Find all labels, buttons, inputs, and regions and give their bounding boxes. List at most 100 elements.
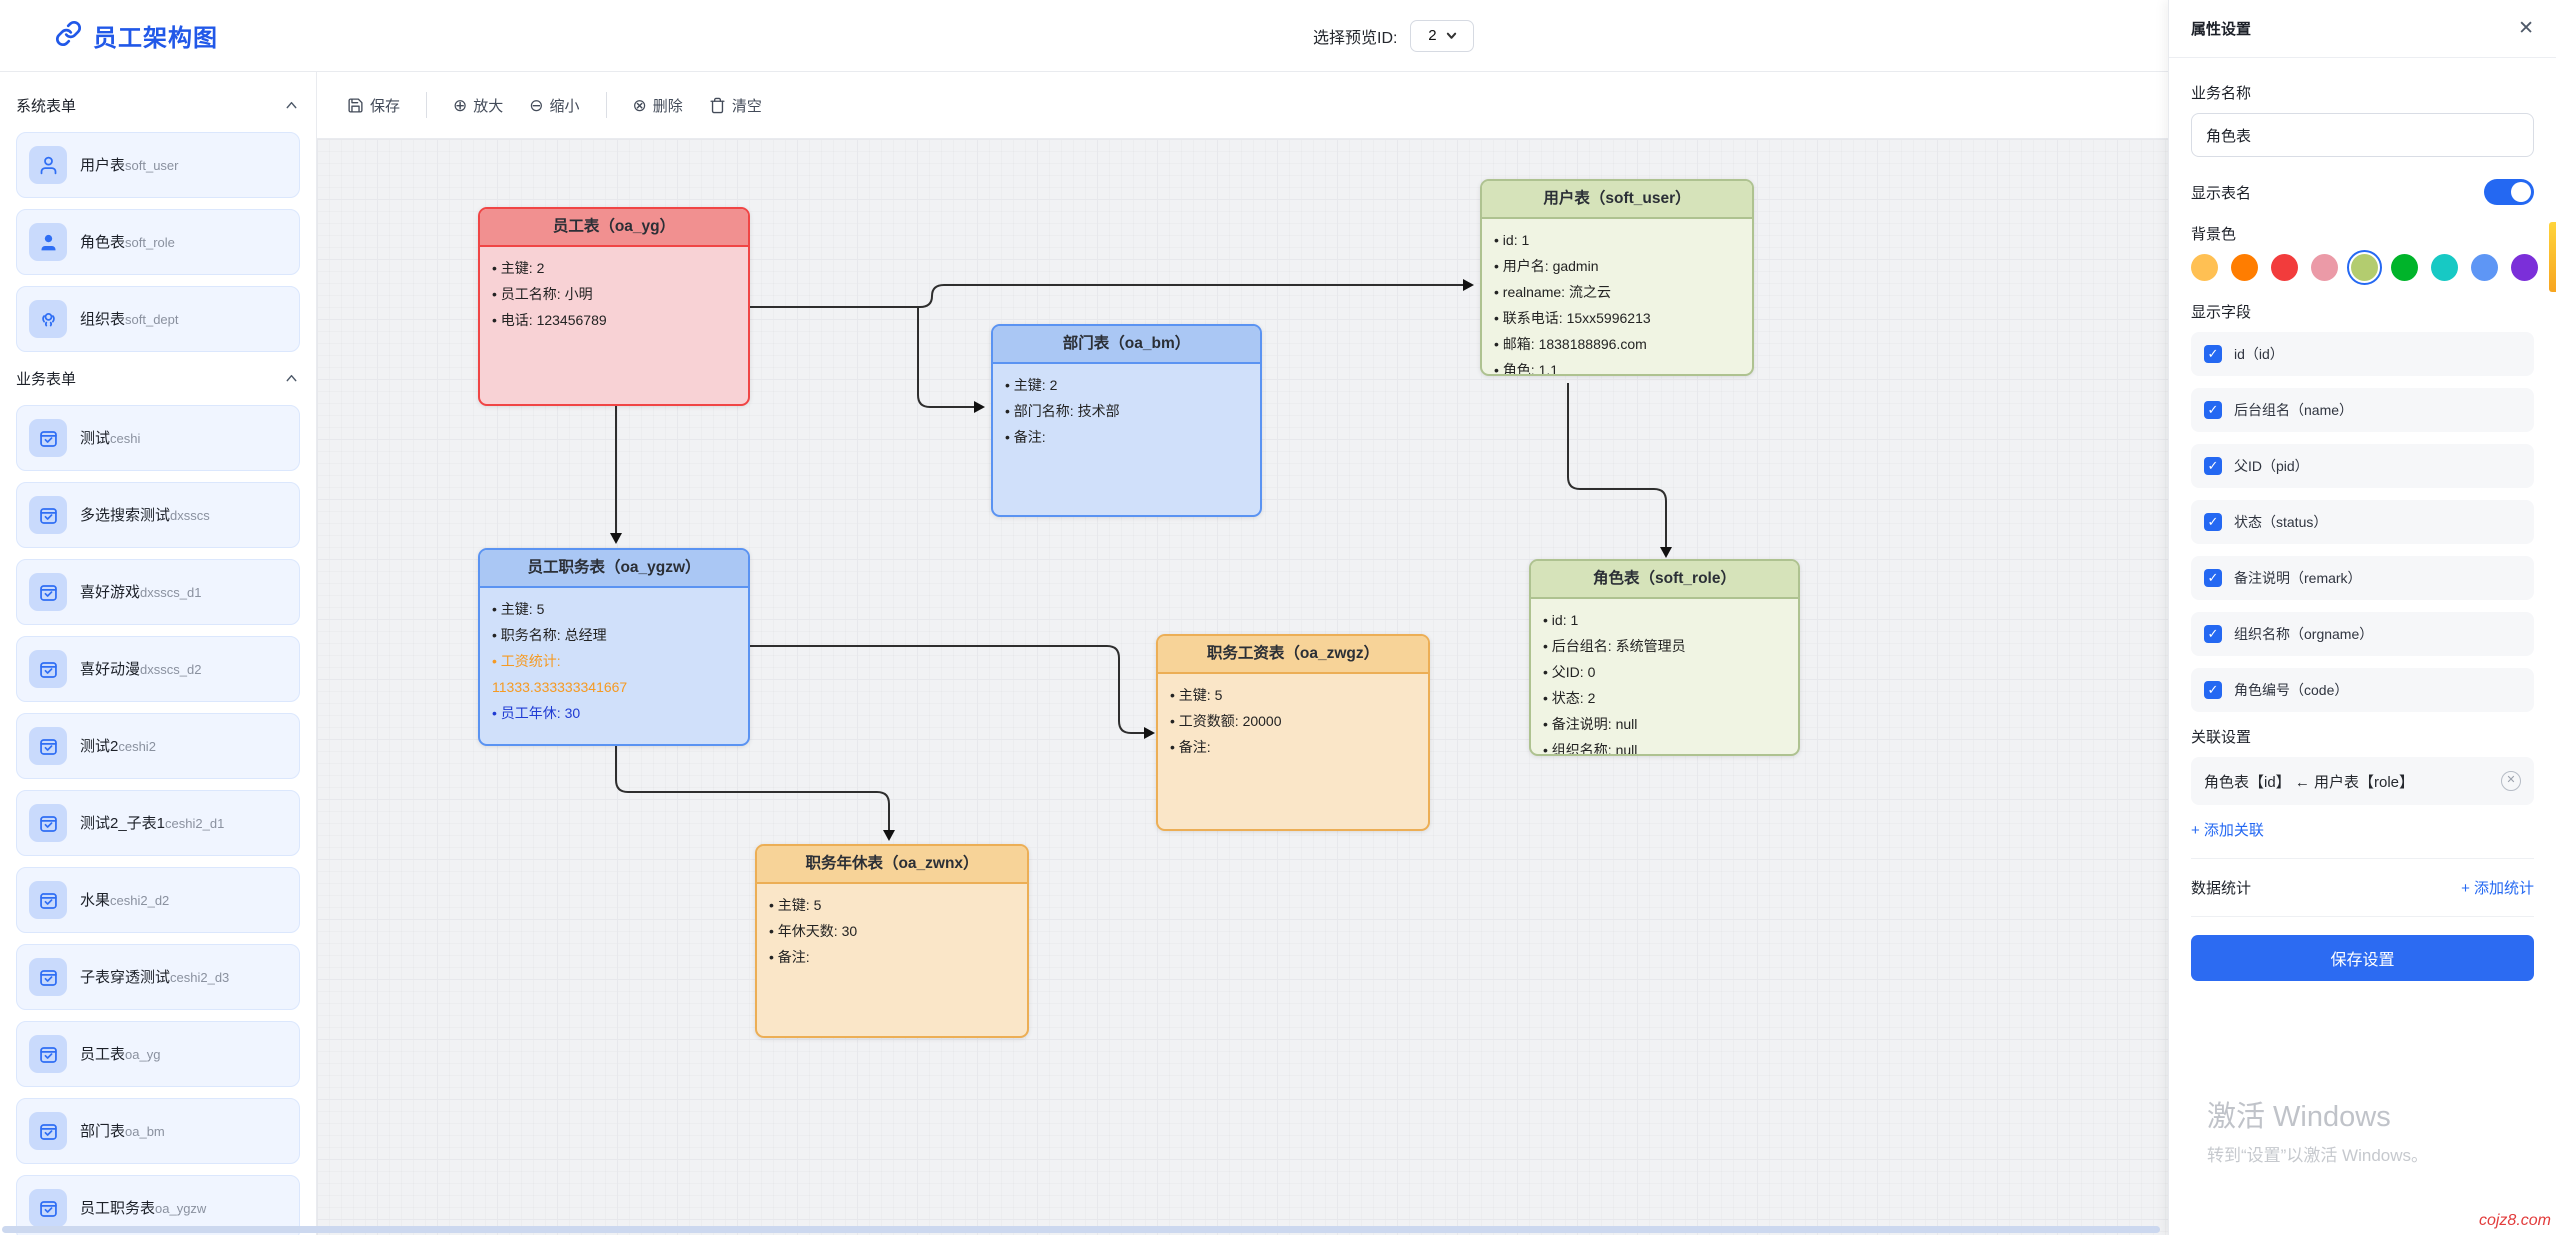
toolbar-divider bbox=[426, 92, 428, 118]
entity-node-oa-zwgz[interactable]: 职务工资表（oa_zwgz） 主键: 5 工资数额: 20000 备注: bbox=[1156, 634, 1430, 831]
checkbox-checked[interactable]: ✓ bbox=[2204, 569, 2222, 587]
close-icon[interactable]: ✕ bbox=[2518, 18, 2534, 39]
preview-id-select[interactable]: 2 bbox=[1410, 19, 1475, 52]
entity-node-oa-bm[interactable]: 部门表（oa_bm） 主键: 2 部门名称: 技术部 备注: bbox=[991, 324, 1262, 517]
save-button[interactable]: 保存 bbox=[347, 95, 400, 116]
checkbox-checked[interactable]: ✓ bbox=[2204, 513, 2222, 531]
edge-ygzw-to-zwgz bbox=[750, 645, 1144, 734]
sidebar-item-dxsscs-d1[interactable]: 喜好游戏dxsscs_d1 bbox=[16, 559, 300, 625]
sidebar-item-dxsscs[interactable]: 多选搜索测试dxsscs bbox=[16, 482, 300, 548]
color-swatch[interactable] bbox=[2431, 254, 2458, 281]
color-swatch[interactable] bbox=[2191, 254, 2218, 281]
checkbox-checked[interactable]: ✓ bbox=[2204, 681, 2222, 699]
field-row-orgname[interactable]: ✓组织名称（orgname） bbox=[2191, 612, 2534, 656]
save-icon bbox=[348, 97, 363, 113]
field-row-name[interactable]: ✓后台组名（name） bbox=[2191, 388, 2534, 432]
entity-fields: id: 1 用户名: gadmin realname: 流之云 联系电话: 15… bbox=[1482, 219, 1752, 374]
table-code: ceshi2_d2 bbox=[110, 892, 170, 908]
clear-button[interactable]: 清空 bbox=[709, 95, 762, 116]
diagram-canvas[interactable]: 员工表（oa_yg） 主键: 2 员工名称: 小明 电话: 123456789 … bbox=[317, 139, 2168, 1235]
save-settings-button[interactable]: 保存设置 bbox=[2191, 935, 2534, 981]
sidebar-item-oa-yg[interactable]: 员工表oa_yg bbox=[16, 1021, 300, 1087]
horizontal-scrollbar[interactable] bbox=[2, 1226, 2160, 1233]
entity-node-soft-user[interactable]: 用户表（soft_user） id: 1 用户名: gadmin realnam… bbox=[1480, 179, 1754, 376]
organization-icon bbox=[29, 300, 67, 338]
entity-field: 备注: bbox=[1170, 734, 1416, 760]
form-check-icon bbox=[29, 958, 67, 996]
sidebar-item-ceshi2[interactable]: 测试2ceshi2 bbox=[16, 713, 300, 779]
checkbox-checked[interactable]: ✓ bbox=[2204, 345, 2222, 363]
table-name: 用户表 bbox=[80, 156, 126, 174]
color-swatch-selected[interactable] bbox=[2347, 250, 2382, 285]
entity-field: 备注: bbox=[769, 944, 1015, 970]
entity-field: 邮箱: 1838188896.com bbox=[1494, 331, 1740, 357]
user-filled-icon bbox=[29, 223, 67, 261]
entity-node-oa-yg[interactable]: 员工表（oa_yg） 主键: 2 员工名称: 小明 电话: 123456789 bbox=[478, 207, 750, 406]
zoom-out-button[interactable]: ⊖ 缩小 bbox=[529, 95, 579, 116]
entity-field: 职务名称: 总经理 bbox=[492, 622, 736, 648]
field-row-code[interactable]: ✓角色编号（code） bbox=[2191, 668, 2534, 712]
field-row-id[interactable]: ✓id（id） bbox=[2191, 332, 2534, 376]
entity-node-oa-zwnx[interactable]: 职务年休表（oa_zwnx） 主键: 5 年休天数: 30 备注: bbox=[755, 844, 1029, 1038]
checkbox-checked[interactable]: ✓ bbox=[2204, 401, 2222, 419]
sidebar-item-soft-dept[interactable]: 组织表soft_dept bbox=[16, 286, 300, 352]
chevron-down-icon bbox=[1446, 32, 1456, 39]
color-swatch[interactable] bbox=[2511, 254, 2538, 281]
sidebar-item-soft-role[interactable]: 角色表soft_role bbox=[16, 209, 300, 275]
entity-node-oa-ygzw[interactable]: 员工职务表（oa_ygzw） 主键: 5 职务名称: 总经理 工资统计: 113… bbox=[478, 548, 750, 746]
preview-id-value: 2 bbox=[1428, 27, 1437, 44]
field-row-pid[interactable]: ✓父ID（pid） bbox=[2191, 444, 2534, 488]
table-code: oa_bm bbox=[125, 1123, 165, 1139]
watermark-line1: 激活 Windows bbox=[2207, 1101, 2391, 1133]
color-swatch[interactable] bbox=[2231, 254, 2258, 281]
entity-field-stat: 员工年休: 30 bbox=[492, 700, 736, 726]
entity-field: 用户名: gadmin bbox=[1494, 253, 1740, 279]
color-swatch[interactable] bbox=[2311, 254, 2338, 281]
zoom-in-button[interactable]: ⊕ 放大 bbox=[453, 95, 503, 116]
field-row-status[interactable]: ✓状态（status） bbox=[2191, 500, 2534, 544]
sidebar-item-soft-user[interactable]: 用户表soft_user bbox=[16, 132, 300, 198]
sidebar-item-dxsscs-d2[interactable]: 喜好动漫dxsscs_d2 bbox=[16, 636, 300, 702]
entity-field: 后台组名: 系统管理员 bbox=[1543, 633, 1786, 659]
display-fields-label: 显示字段 bbox=[2191, 304, 2252, 321]
entity-field: 角色: 1,1 bbox=[1494, 357, 1740, 374]
show-table-name-toggle[interactable] bbox=[2484, 179, 2534, 205]
table-name: 组织表 bbox=[80, 310, 126, 328]
checkbox-checked[interactable]: ✓ bbox=[2204, 625, 2222, 643]
relation-settings-label: 关联设置 bbox=[2191, 729, 2252, 746]
business-name-label: 业务名称 bbox=[2191, 85, 2252, 102]
app-header: 员工架构图 选择预览ID: 2 bbox=[0, 0, 2168, 72]
color-swatch[interactable] bbox=[2391, 254, 2418, 281]
section-title: 系统表单 bbox=[16, 97, 77, 115]
table-name: 测试2 bbox=[80, 737, 119, 755]
table-name: 员工职务表 bbox=[80, 1199, 156, 1217]
entity-title: 员工职务表（oa_ygzw） bbox=[480, 550, 748, 588]
sidebar-item-oa-bm[interactable]: 部门表oa_bm bbox=[16, 1098, 300, 1164]
panel-body: 业务名称 显示表名 背景色 显示字段 ✓id（id） ✓后台组名（name） bbox=[2169, 58, 2556, 981]
sidebar-item-ceshi2-d1[interactable]: 测试2_子表1ceshi2_d1 bbox=[16, 790, 300, 856]
site-watermark: cojz8.com bbox=[2478, 1212, 2551, 1229]
page-title: 员工架构图 bbox=[93, 25, 218, 52]
sidebar-item-ceshi2-d2[interactable]: 水果ceshi2_d2 bbox=[16, 867, 300, 933]
sidebar-item-ceshi[interactable]: 测试ceshi bbox=[16, 405, 300, 471]
section-header-business[interactable]: 业务表单 bbox=[16, 363, 300, 393]
add-relation-link[interactable]: + 添加关联 bbox=[2191, 822, 2264, 839]
entity-title: 角色表（soft_role） bbox=[1531, 561, 1798, 599]
sidebar-item-oa-ygzw[interactable]: 员工职务表oa_ygzw bbox=[16, 1175, 300, 1235]
zoom-in-label: 放大 bbox=[473, 97, 504, 115]
section-header-system[interactable]: 系统表单 bbox=[16, 90, 300, 120]
field-row-remark[interactable]: ✓备注说明（remark） bbox=[2191, 556, 2534, 600]
table-code: dxsscs bbox=[170, 507, 210, 523]
business-name-input[interactable] bbox=[2191, 113, 2534, 157]
color-swatch[interactable] bbox=[2471, 254, 2498, 281]
checkbox-checked[interactable]: ✓ bbox=[2204, 457, 2222, 475]
toggle-knob bbox=[2511, 182, 2531, 202]
delete-button[interactable]: ⊗ 删除 bbox=[633, 95, 683, 116]
color-swatch[interactable] bbox=[2271, 254, 2298, 281]
entity-field-highlight: 工资统计: 11333.333333341667 bbox=[492, 648, 736, 700]
sidebar-item-ceshi2-d3[interactable]: 子表穿透测试ceshi2_d3 bbox=[16, 944, 300, 1010]
entity-field: id: 1 bbox=[1494, 227, 1740, 253]
entity-node-soft-role[interactable]: 角色表（soft_role） id: 1 后台组名: 系统管理员 父ID: 0 … bbox=[1529, 559, 1800, 756]
remove-relation-icon[interactable]: ✕ bbox=[2501, 771, 2521, 791]
add-stats-link[interactable]: + 添加统计 bbox=[2461, 880, 2534, 897]
